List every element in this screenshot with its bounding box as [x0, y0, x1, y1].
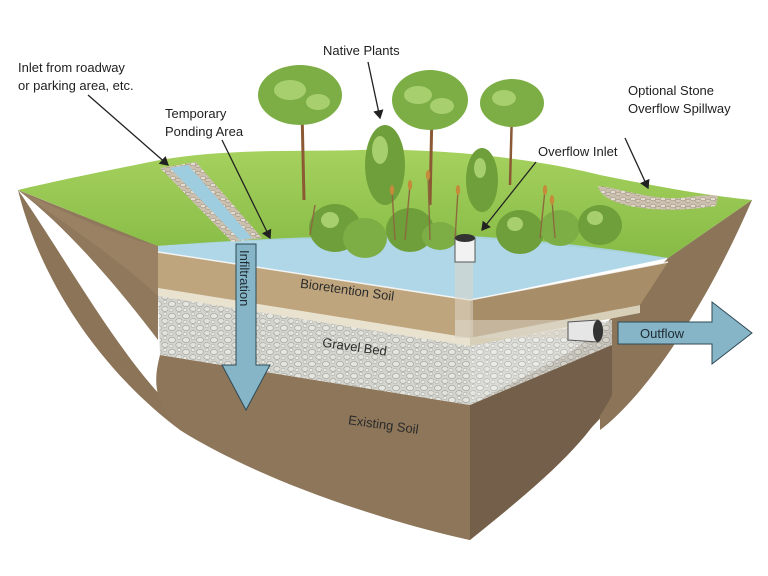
spillway-callout-line1: Optional Stone — [628, 83, 714, 98]
outflow-label: Outflow — [640, 326, 685, 341]
infiltration-arrow: Infiltration — [221, 243, 271, 412]
spillway-callout-line2: Overflow Spillway — [628, 101, 731, 116]
ponding-water — [158, 235, 668, 300]
outflow-arrow: Outflow — [617, 300, 753, 366]
ponding-callout-line2: Ponding Area — [165, 124, 244, 139]
inlet-callout-line1: Inlet from roadway — [18, 60, 125, 75]
gravel-bed-side — [470, 320, 612, 405]
infiltration-label: Infiltration — [237, 250, 252, 306]
leader-lines — [87, 61, 650, 240]
existing-soil-right — [470, 330, 612, 540]
trees — [258, 65, 544, 206]
bioretention-soil-side — [470, 262, 668, 338]
overflow-inlet-pipe — [454, 234, 603, 343]
existing-soil-face — [156, 355, 471, 540]
stone-spillway — [598, 186, 718, 210]
inlet-channel — [160, 162, 262, 242]
native-plants — [309, 125, 622, 258]
native-plants-callout: Native Plants — [323, 43, 400, 58]
overflow-inlet-callout: Overflow Inlet — [538, 144, 618, 159]
ponding-callout-line1: Temporary — [165, 106, 227, 121]
inlet-callout-line2: or parking area, etc. — [18, 78, 134, 93]
